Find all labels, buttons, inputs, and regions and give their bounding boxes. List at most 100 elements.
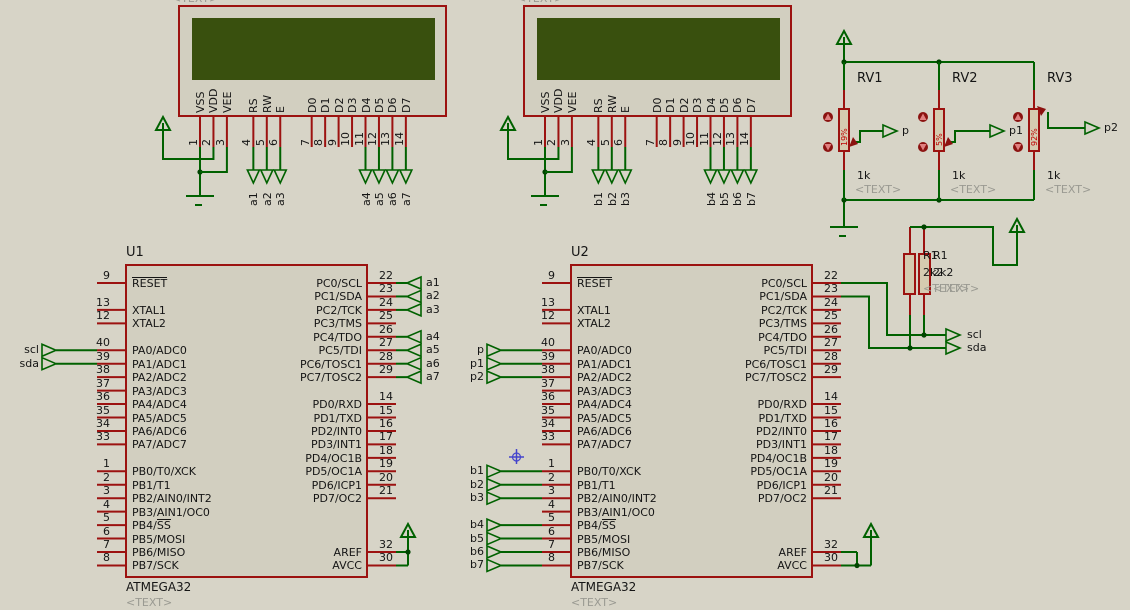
- pin-number: 26: [379, 322, 393, 336]
- down-arrow-icon[interactable]: [919, 144, 927, 151]
- pin-number: 33: [541, 430, 555, 444]
- resistor-body[interactable]: [918, 253, 931, 295]
- pin-number: 9: [548, 269, 555, 282]
- junction-dot: [405, 549, 411, 555]
- up-arrow-icon[interactable]: [824, 113, 832, 121]
- pin-number: 1: [548, 457, 555, 471]
- junction-dot: [921, 332, 927, 338]
- terminal-arrow-icon[interactable]: [385, 169, 400, 185]
- lcd-pin-number: 8: [657, 139, 671, 146]
- down-arrow-icon[interactable]: [1014, 144, 1022, 151]
- lcd-terminal-label: b1: [592, 192, 606, 206]
- pin-number: 12: [96, 309, 110, 323]
- pin-name: PD1/TXD: [758, 411, 807, 425]
- terminal-arrow-icon[interactable]: [989, 123, 1007, 139]
- terminal-arrow-icon[interactable]: [404, 289, 422, 304]
- lcd-pin-number: 13: [379, 132, 393, 146]
- chip-part-name: ATMEGA32: [126, 580, 192, 594]
- terminal-arrow-icon[interactable]: [486, 517, 504, 533]
- pin-number: 8: [103, 551, 110, 565]
- terminal-arrow-icon[interactable]: [486, 531, 504, 546]
- pin-number: 4: [103, 497, 110, 511]
- terminal-arrow-icon[interactable]: [486, 343, 504, 358]
- terminal-arrow-icon[interactable]: [486, 464, 504, 479]
- lcd-pin-name: D7: [744, 97, 758, 113]
- net-terminal-label: a5: [426, 343, 440, 357]
- terminal-arrow-icon[interactable]: [591, 169, 606, 185]
- pin-name: PA6/ADC6: [577, 424, 632, 438]
- pin-name: PC6/TOSC1: [299, 357, 362, 371]
- terminal-arrow-icon[interactable]: [882, 123, 900, 139]
- net-terminal-label: scl: [24, 343, 39, 357]
- chip-text-label: <TEXT>: [126, 596, 173, 609]
- terminal-arrow-icon[interactable]: [41, 343, 59, 358]
- pin-name-overlined: RESET: [577, 277, 613, 290]
- pot-body-RV3[interactable]: [1028, 108, 1040, 152]
- chip-body-U2[interactable]: [570, 264, 813, 578]
- pin-number: 6: [548, 524, 555, 538]
- pin-name: RESET: [132, 277, 168, 290]
- pot-value: 1k: [952, 169, 966, 182]
- lcd-pin-name: VEE: [565, 91, 579, 113]
- pin-number: 36: [541, 390, 555, 404]
- terminal-arrow-icon[interactable]: [404, 302, 422, 318]
- terminal-arrow-icon[interactable]: [259, 169, 275, 185]
- pin-number: 20: [379, 470, 393, 484]
- terminal-arrow-icon[interactable]: [371, 169, 387, 185]
- net-terminal-label: sda: [19, 356, 39, 370]
- down-arrow-icon[interactable]: [824, 144, 832, 151]
- terminal-arrow-icon[interactable]: [486, 369, 504, 385]
- terminal-arrow-icon[interactable]: [703, 169, 718, 185]
- pin-name: PA7/ADC7: [577, 438, 632, 452]
- up-arrow-icon[interactable]: [919, 113, 927, 121]
- terminal-arrow-icon[interactable]: [617, 169, 633, 185]
- terminal-arrow-icon[interactable]: [945, 340, 963, 356]
- pin-number: 33: [96, 430, 110, 444]
- pin-name: PD5/OC1A: [750, 465, 807, 479]
- terminal-arrow-icon[interactable]: [272, 169, 288, 185]
- terminal-arrow-icon[interactable]: [730, 169, 745, 185]
- terminal-arrow-icon[interactable]: [41, 356, 59, 371]
- pin-name: PA0/ADC0: [132, 344, 187, 358]
- terminal-arrow-icon[interactable]: [486, 490, 504, 506]
- up-arrow-icon[interactable]: [1014, 113, 1022, 121]
- terminal-arrow-icon[interactable]: [1084, 120, 1102, 136]
- pin-name: PA2/ADC2: [132, 371, 187, 385]
- terminal-arrow-icon[interactable]: [404, 343, 422, 358]
- terminal-arrow-icon[interactable]: [404, 369, 422, 385]
- chip-body-U1[interactable]: [125, 264, 368, 578]
- pin-number: 12: [541, 309, 555, 323]
- net-terminal-label: a6: [426, 356, 440, 370]
- lcd-pin-number: 4: [585, 139, 599, 146]
- pin-number: 35: [541, 403, 555, 417]
- terminal-arrow-icon[interactable]: [486, 356, 504, 371]
- terminal-arrow-icon[interactable]: [743, 169, 759, 185]
- lcd-pin-number: 13: [724, 132, 738, 146]
- lcd-pin-number: 5: [253, 139, 267, 146]
- terminal-arrow-icon[interactable]: [486, 558, 504, 573]
- terminal-arrow-icon[interactable]: [246, 169, 261, 185]
- pot-text-label: <TEXT>: [950, 183, 997, 196]
- terminal-arrow-icon[interactable]: [404, 275, 422, 291]
- net-terminal-label: p2: [470, 370, 484, 384]
- pot-body-RV2[interactable]: [933, 108, 945, 152]
- pot-body-RV1[interactable]: [838, 108, 850, 152]
- terminal-arrow-icon[interactable]: [398, 169, 414, 185]
- terminal-arrow-icon[interactable]: [358, 169, 373, 185]
- pin-number: 21: [379, 484, 393, 498]
- pin-number: 14: [824, 390, 838, 404]
- pin-name: PC5/TDI: [318, 344, 362, 358]
- lcd-pin-name: D1: [319, 97, 333, 113]
- terminal-arrow-icon[interactable]: [404, 329, 422, 345]
- resistor-body[interactable]: [903, 253, 916, 295]
- pin-name: PC7/TOSC2: [744, 371, 807, 385]
- pin-number: 39: [96, 349, 110, 363]
- terminal-arrow-icon[interactable]: [486, 544, 504, 560]
- pot-ref: RV3: [1047, 71, 1073, 86]
- terminal-arrow-icon[interactable]: [486, 477, 504, 492]
- terminal-arrow-icon[interactable]: [716, 169, 732, 185]
- terminal-arrow-icon[interactable]: [604, 169, 620, 185]
- terminal-arrow-icon[interactable]: [945, 327, 963, 343]
- terminal-arrow-icon[interactable]: [404, 356, 422, 371]
- lcd-pin-name: D1: [664, 97, 678, 113]
